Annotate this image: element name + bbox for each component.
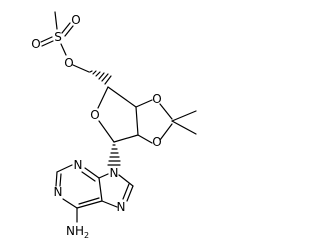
bond-c6-c5-a bbox=[76, 200, 103, 209]
bond-c6-c5-b bbox=[78, 197, 100, 205]
atom-s-mesyl: S bbox=[54, 30, 62, 44]
atom-nh2-subscript: 2 bbox=[84, 231, 89, 239]
bond-cme2-me-lower bbox=[171, 120, 197, 135]
bond-c8-n7-b bbox=[122, 183, 130, 200]
bond-n3-c2 bbox=[56, 164, 73, 173]
bond-s-o-ester bbox=[60, 43, 67, 56]
bond-c2-o-lower bbox=[137, 134, 153, 144]
atom-n3: N bbox=[74, 158, 83, 172]
bond-ch2-c4-hashed bbox=[89, 70, 112, 85]
atom-o-sulfonyl-top: O bbox=[71, 13, 80, 27]
bond-c4-o4 bbox=[97, 86, 109, 109]
atom-nh2-label: NH bbox=[66, 224, 84, 238]
bond-o-upper-cme2 bbox=[159, 103, 173, 120]
bond-c3-c4 bbox=[107, 86, 137, 108]
atom-o-acetal-lower: O bbox=[152, 135, 161, 149]
bond-c3-o-upper bbox=[135, 99, 153, 108]
bond-c4-n3-b bbox=[81, 171, 96, 182]
bond-o-ch2 bbox=[72, 64, 90, 73]
bond-s-o-top-a bbox=[61, 22, 71, 34]
atom-o-ring: O bbox=[90, 108, 99, 122]
bond-s-o-top-b bbox=[64, 25, 74, 37]
atom-o-ester: O bbox=[64, 56, 73, 70]
atom-o-sulfonyl-left: O bbox=[31, 37, 40, 51]
bond-o-lower-cme2 bbox=[159, 123, 173, 141]
bond-c2-n1-b bbox=[59, 173, 62, 187]
atom-labels: S O O O O O O N N N N NH2 bbox=[31, 13, 161, 239]
bond-n7-c5 bbox=[101, 200, 118, 208]
bond-cme2-me-upper bbox=[171, 110, 197, 122]
bond-c1-c2 bbox=[113, 134, 139, 143]
atom-n7: N bbox=[117, 200, 126, 214]
bond-o4-c1 bbox=[98, 120, 115, 143]
bond-n9-c8 bbox=[118, 174, 134, 187]
bond-c5-c4 bbox=[98, 177, 103, 202]
bond-c8-n7-a bbox=[126, 185, 134, 202]
atom-o-acetal-upper: O bbox=[152, 92, 161, 106]
bond-n1-c6 bbox=[62, 198, 78, 209]
bond-c2-n1-a bbox=[55, 171, 58, 187]
bond-c4-n9 bbox=[98, 173, 109, 179]
bond-c2-c3 bbox=[135, 106, 139, 136]
bond-s-o-left-a bbox=[40, 36, 53, 43]
atom-n9: N bbox=[110, 166, 119, 180]
bonds bbox=[40, 11, 197, 223]
molecule-structure-diagram: S O O O O O O N N N N NH2 bbox=[31, 11, 197, 239]
bond-s-o-left-b bbox=[41, 40, 54, 47]
atom-nh2: NH2 bbox=[66, 224, 89, 239]
bond-c1-n9-hashed bbox=[107, 144, 121, 166]
bond-methyl-s bbox=[54, 11, 58, 30]
bond-c4-n3-a bbox=[84, 167, 100, 179]
atom-n1: N bbox=[54, 185, 63, 199]
